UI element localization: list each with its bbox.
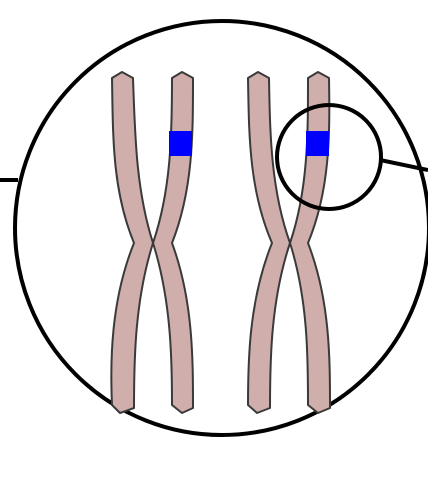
chromosome-left [111, 72, 193, 413]
chromosome-left-blue-band [169, 131, 192, 156]
chromosome-right-arm-a [248, 72, 290, 413]
chromosome-left-arm-b [153, 72, 193, 413]
chromosome-left-arm-a [111, 72, 153, 413]
chromosome-right-arm-b [290, 72, 330, 413]
chromosome-right-blue-band [306, 131, 329, 156]
cell-outline-circle [15, 21, 428, 435]
